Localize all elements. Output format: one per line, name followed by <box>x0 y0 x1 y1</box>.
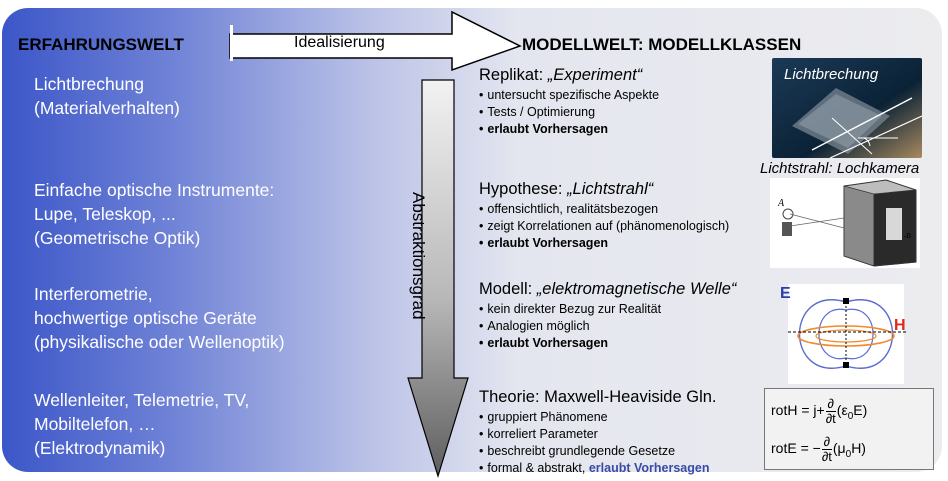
lichtbrechung-photo <box>772 58 922 158</box>
abstraktionsgrad-arrow <box>407 79 469 478</box>
header-left: ERFAHRUNGSWELT <box>18 35 184 54</box>
maxwell-equations: rotH = j+∂∂t(ε0E) rotE = −∂∂t(μ0H) <box>764 388 934 470</box>
idealisierung-label: Idealisierung <box>294 34 385 51</box>
block-replikat: Replikat: „Experiment“ untersucht spezif… <box>479 66 659 138</box>
idealisierung-arrow <box>229 10 522 72</box>
em-h-label: H <box>894 317 906 334</box>
equation-1: rotH = j+∂∂t(ε0E) <box>771 396 868 426</box>
left-item-2: Einfache optische Instrumente: Lupe, Tel… <box>34 180 275 248</box>
block-modell: Modell: „elektromagnetische Welle“ kein … <box>479 280 736 352</box>
box-a-label: A <box>777 198 785 209</box>
left-item-3: Interferometrie, hochwertige optische Ge… <box>34 284 285 352</box>
photo-label: Lichtbrechung <box>784 66 879 83</box>
header-right: MODELLWELT: MODELLKLASSEN <box>522 35 802 54</box>
block-theorie: Theorie: Maxwell-Heaviside Gln. gruppier… <box>479 388 717 477</box>
em-wave-illustration: E H <box>780 284 906 384</box>
left-item-4: Wellenleiter, Telemetrie, TV, Mobiltelef… <box>34 390 250 458</box>
block-hypothese: Hypothese: „Lichtstrahl“ offensichtlich,… <box>479 180 729 252</box>
left-item-1: Lichtbrechung (Materialverhalten) <box>34 74 180 118</box>
abstraktionsgrad-label: Abstraktionsgrad <box>409 192 428 320</box>
photo-caption: Lichtstrahl: Lochkamera <box>760 160 920 177</box>
header-divider <box>230 25 233 61</box>
equation-2: rotE = −∂∂t(μ0H) <box>771 434 866 464</box>
lochkamera-illustration: A -B <box>770 178 920 268</box>
box-b-label: -B <box>904 232 911 240</box>
em-e-label: E <box>780 285 791 302</box>
